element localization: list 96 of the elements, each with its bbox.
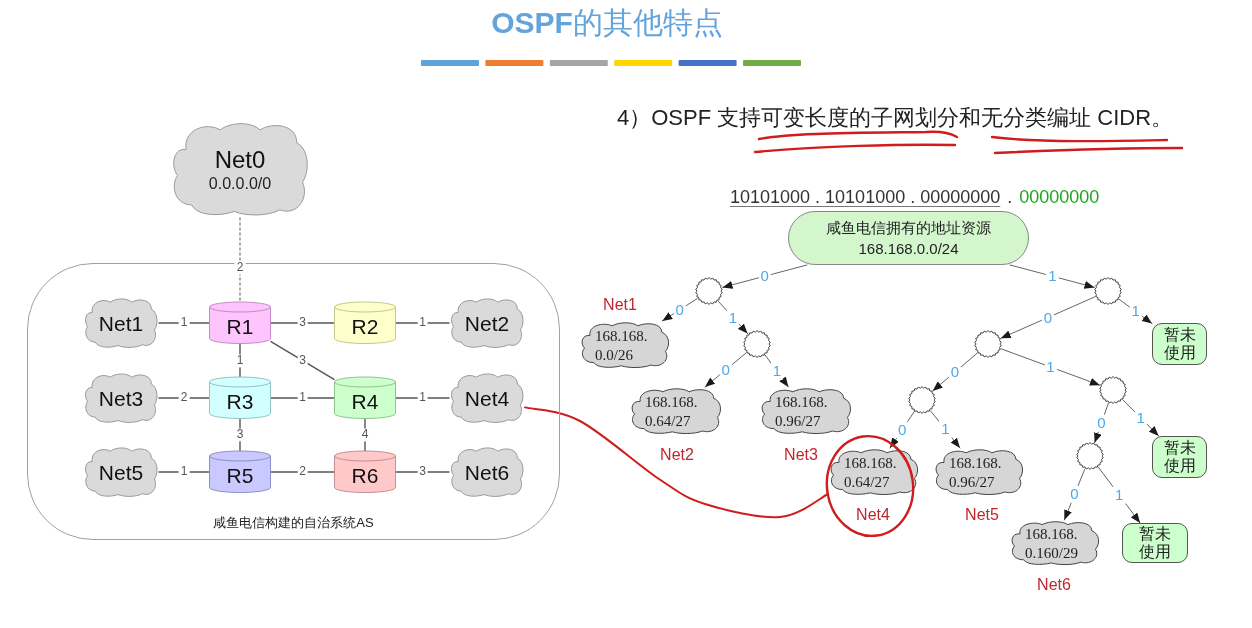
router-label: R5 [226, 463, 254, 488]
network-name: Net4 [856, 506, 890, 524]
network-cloud [449, 297, 525, 349]
arrow [1063, 468, 1086, 521]
arrow [932, 352, 978, 392]
slide-title: OSPF的其他特点 [491, 5, 723, 41]
cost-label: 1 [234, 353, 246, 368]
arrow [1118, 298, 1153, 325]
network-name: Net3 [784, 446, 818, 464]
bit-label: 1 [1129, 303, 1142, 320]
bit-label: 1 [770, 362, 783, 380]
router-cylinder [209, 451, 271, 493]
address-pool-pill [788, 211, 1029, 265]
router-label: R2 [351, 314, 379, 339]
prefix-label: 168.168. 0.160/29 [1025, 525, 1079, 563]
network-label: Net6 [464, 461, 510, 485]
bit-label: 0 [895, 421, 909, 439]
link-line [239, 217, 241, 303]
router-cylinder [334, 302, 396, 344]
cost-label: 4 [359, 428, 371, 442]
network-label: Net4 [464, 387, 510, 411]
link-line [395, 397, 450, 399]
as-boundary [27, 263, 560, 540]
subnet-cloud [759, 387, 853, 435]
prefix-label: 168.168. 0.96/27 [949, 454, 1003, 492]
bit-label: 0 [1068, 486, 1081, 503]
status-label: 暂未使用 [1162, 326, 1197, 362]
router-label: R1 [226, 314, 254, 339]
link-line [158, 471, 210, 473]
prefix-label: 168.168.0.0/24 [858, 239, 959, 259]
prefix-label: 0.0.0.0/0 [208, 174, 272, 194]
arrow [722, 264, 808, 289]
router-cylinder [334, 377, 396, 419]
router-cylinder [209, 377, 271, 419]
pool-title: 咸鱼电信拥有的地址资源 [826, 218, 991, 238]
network-cloud [449, 446, 525, 498]
bit-label: 0 [719, 361, 732, 379]
network-label: Net3 [98, 387, 144, 411]
unused-block [1152, 323, 1207, 365]
network-cloud [83, 372, 159, 424]
link-line [158, 397, 210, 399]
subnet-cloud [828, 448, 920, 496]
cost-label: 3 [234, 428, 246, 442]
bit-label: 1 [726, 309, 740, 326]
arrow [1000, 296, 1096, 339]
subnet-cloud [1009, 520, 1101, 566]
feature-statement: 4）OSPF 支持可变长度的子网划分和无分类编址 CIDR。 [617, 106, 1174, 130]
network-bits: 10101000 . 10101000 . 00000000 [730, 186, 1001, 209]
arrow [930, 410, 961, 449]
host-bits: 00000000 [1019, 186, 1100, 209]
arrow [1000, 348, 1101, 386]
bit-label: 0 [948, 363, 962, 381]
bit-label: 1 [1134, 409, 1147, 427]
cost-label: 2 [234, 261, 246, 275]
link-line [395, 322, 450, 324]
network-label: Net0 [214, 146, 266, 174]
arrow [1009, 264, 1095, 289]
network-cloud [83, 446, 159, 498]
network-name: Net5 [965, 506, 999, 524]
bit-label: 1 [939, 421, 952, 438]
dot-separator: . [1007, 186, 1013, 209]
link-line [270, 471, 335, 473]
subnet-cloud [579, 321, 671, 369]
prefix-label: 168.168. 0.64/27 [844, 454, 898, 492]
network-name: Net2 [660, 446, 694, 464]
container-caption: 咸鱼电信构建的自治系统AS [213, 515, 374, 531]
router-label: R4 [351, 389, 379, 414]
cost-label: 3 [297, 353, 308, 368]
network-name: Net1 [603, 296, 637, 314]
unused-block [1152, 436, 1207, 478]
router-label: R3 [226, 389, 254, 414]
prefix-label: 168.168. 0.0/26 [595, 327, 649, 365]
unused-block [1122, 523, 1188, 563]
hand-drawn-line [524, 406, 829, 519]
prefix-label: 168.168. 0.96/27 [775, 393, 829, 431]
link-line [270, 397, 335, 399]
bit-label: 1 [1113, 486, 1126, 504]
router-cylinder [334, 451, 396, 493]
network-cloud [83, 297, 159, 349]
network-label: Net1 [98, 312, 144, 336]
link-line [270, 322, 335, 324]
bit-label: 0 [1095, 414, 1108, 432]
status-label: 暂未使用 [1138, 525, 1172, 561]
arrow [1094, 402, 1109, 444]
router-cylinder [209, 302, 271, 344]
status-label: 暂未使用 [1162, 439, 1197, 475]
network-label: Net5 [98, 461, 144, 485]
link-line [158, 322, 210, 324]
subnet-cloud [629, 387, 723, 435]
network-name: Net6 [1037, 576, 1071, 594]
router-label: R6 [351, 463, 379, 488]
network-cloud [449, 372, 525, 424]
prefix-label: 168.168. 0.64/27 [645, 393, 699, 431]
network-label: Net2 [464, 312, 510, 336]
subnet-cloud [933, 448, 1025, 496]
link-line [270, 340, 335, 381]
